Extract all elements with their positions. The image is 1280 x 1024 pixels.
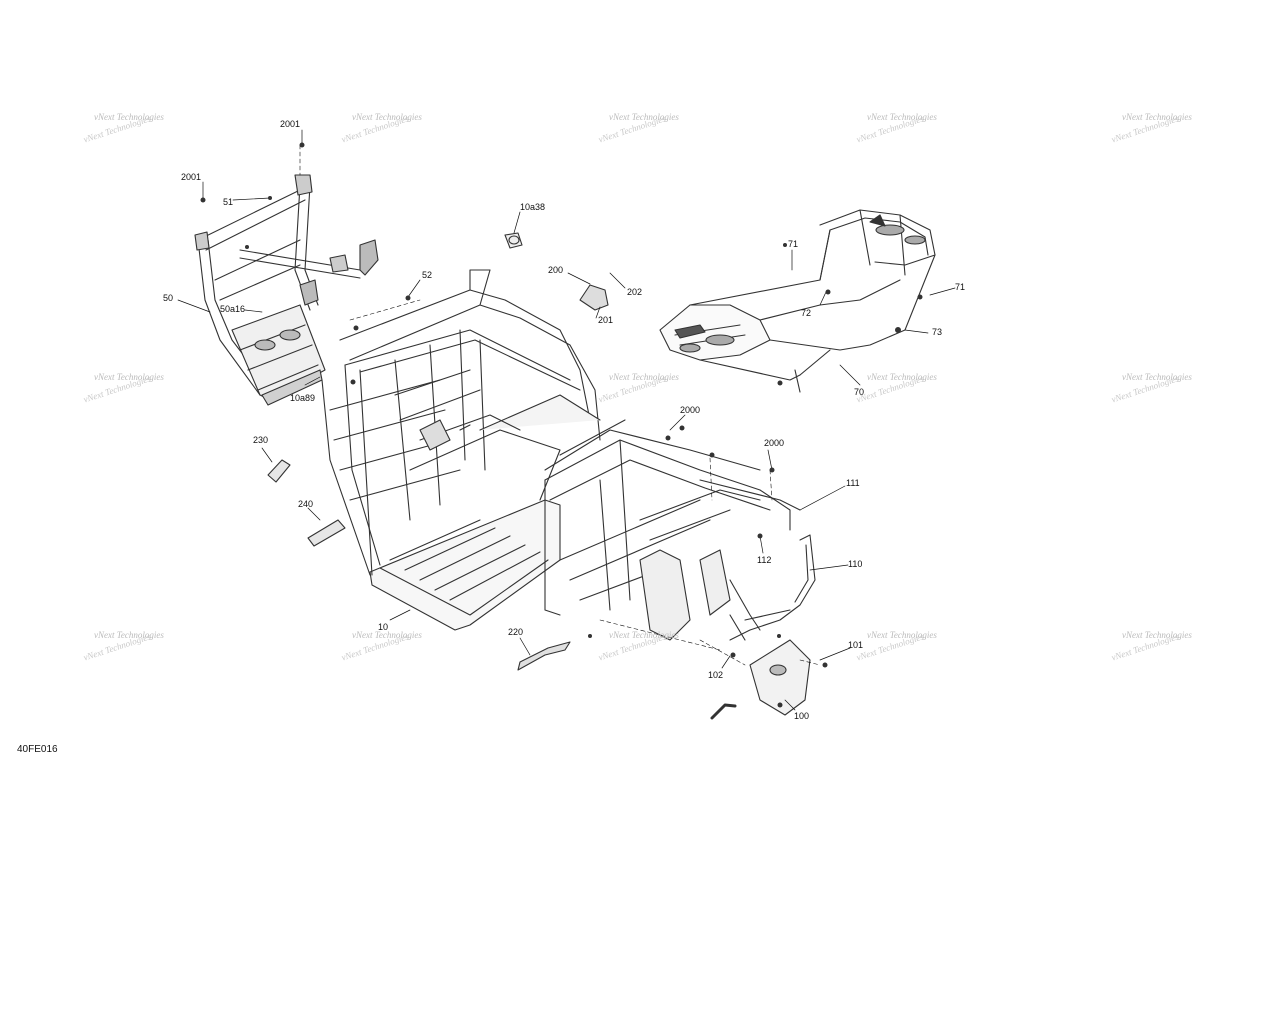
- callout-230[interactable]: 230: [253, 435, 269, 445]
- callout-112[interactable]: 112: [757, 555, 772, 565]
- callout-2000-a[interactable]: 2000: [680, 405, 701, 415]
- callout-102[interactable]: 102: [708, 670, 724, 680]
- leader-lines: [177, 129, 956, 711]
- rear-bumper: [710, 534, 816, 720]
- callout-10a89[interactable]: 10a89: [290, 393, 316, 403]
- callout-100[interactable]: 100: [794, 711, 810, 721]
- callout-71-right[interactable]: 71: [955, 282, 966, 292]
- front-bumper: [194, 174, 326, 406]
- figure-code: 40FE016: [17, 744, 58, 755]
- callout-2001-left[interactable]: 2001: [181, 172, 202, 182]
- callout-200[interactable]: 200: [548, 265, 564, 275]
- callout-201[interactable]: 201: [598, 315, 614, 325]
- callout-73[interactable]: 73: [932, 327, 943, 337]
- skid-pads: [267, 459, 571, 671]
- callout-50[interactable]: 50: [163, 293, 174, 303]
- callout-2001-top[interactable]: 2001: [280, 119, 301, 129]
- callout-101[interactable]: 101: [848, 640, 864, 650]
- rear-rack: [659, 209, 936, 393]
- main-frame: [321, 269, 801, 641]
- callout-50a16[interactable]: 50a16: [220, 304, 246, 314]
- callout-202[interactable]: 202: [627, 287, 643, 297]
- callout-71-left[interactable]: 71: [788, 239, 799, 249]
- alignment-lines: [299, 144, 821, 666]
- callout-72[interactable]: 72: [801, 308, 812, 318]
- callout-51[interactable]: 51: [223, 197, 234, 207]
- callout-70[interactable]: 70: [854, 387, 865, 397]
- brackets: [504, 232, 609, 311]
- callout-111[interactable]: 111: [846, 478, 860, 488]
- callout-52[interactable]: 52: [422, 270, 433, 280]
- fasteners: [200, 142, 923, 708]
- callout-240[interactable]: 240: [298, 499, 314, 509]
- callout-110[interactable]: 110: [848, 559, 863, 569]
- callout-10a38[interactable]: 10a38: [520, 202, 546, 212]
- callout-2000-b[interactable]: 2000: [764, 438, 785, 448]
- front-crossbar: [239, 239, 379, 306]
- callout-10[interactable]: 10: [378, 622, 389, 632]
- callout-220[interactable]: 220: [508, 627, 524, 637]
